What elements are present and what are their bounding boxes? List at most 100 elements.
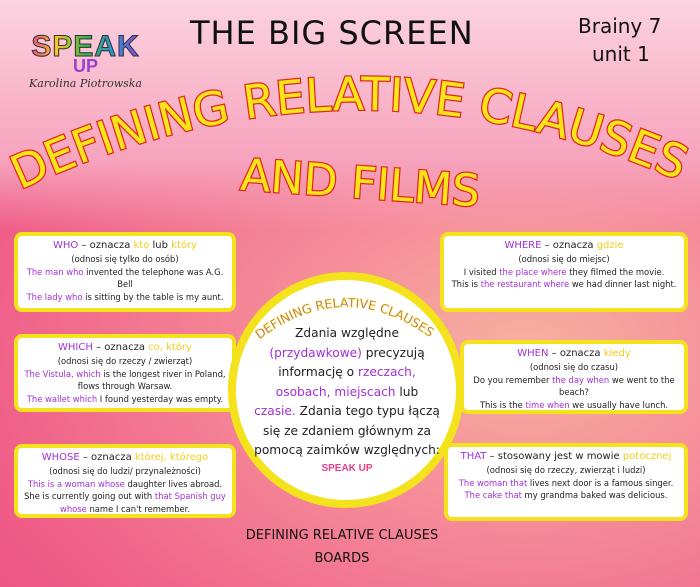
translation-highlight: której, którego: [134, 452, 209, 463]
text-segment: I found yesterday was empty.: [97, 393, 224, 404]
card-line: The lady who is sitting by the table is …: [22, 291, 228, 304]
card-line: This is a woman whose daughter lives abr…: [22, 478, 228, 491]
logo-author: Karolina Piotrowska: [29, 77, 142, 90]
text-segment: (odnosi się do ludzi/ przynależności): [49, 466, 201, 476]
example-highlight: that Spanish guy whose: [60, 491, 226, 514]
text-segment: (odnosi się tylko do osób): [71, 254, 179, 264]
example-highlight: czasie.: [254, 404, 296, 418]
card-heading: THAT – stosowany jest w mowie potocznej: [452, 450, 680, 464]
text-segment: Do you remember: [473, 374, 553, 385]
card-line: (odnosi się do ludzi/ przynależności): [22, 465, 228, 478]
text-segment: lives next door is a famous singer.: [527, 477, 674, 488]
example-highlight: WHEN: [517, 348, 549, 359]
example-highlight: The woman that: [458, 477, 528, 488]
footer-line-2: BOARDS: [314, 551, 370, 566]
example-highlight: WHOSE: [41, 452, 80, 463]
text-segment: name I can't remember.: [86, 503, 190, 514]
translation-highlight: co, który: [148, 342, 192, 353]
example-highlight: the place where: [499, 266, 567, 277]
text-segment: lub: [149, 240, 172, 251]
logo-speak: SPEAK: [28, 30, 143, 64]
text-segment: Zdania tego typu łączą się ze zdaniem gł…: [254, 404, 440, 457]
circle-text: Zdania względne (przydawkowe) precyzują …: [254, 324, 440, 474]
card-line: Do you remember the day when we went to …: [468, 374, 680, 399]
card-line: The cake that my grandma baked was delic…: [452, 489, 680, 502]
unit: unit 1: [592, 42, 650, 66]
text-segment: (odnosi się do rzeczy / zwierząt): [57, 356, 193, 366]
text-segment: they filmed the movie.: [566, 266, 665, 277]
main-title: DEFINING RELATIVE CLAUSES AND FILMS: [1, 66, 697, 219]
header-background: [0, 0, 700, 230]
text-segment: (odnosi się do czasu): [529, 362, 619, 372]
example-highlight: the day when: [552, 374, 610, 385]
translation-highlight: kto: [133, 240, 150, 251]
example-highlight: WHO: [52, 240, 79, 251]
card-heading: WHERE – oznacza gdzie: [448, 239, 680, 253]
card-when: WHEN – oznacza kiedy(odnosi się do czasu…: [460, 340, 688, 414]
translation-highlight: który: [171, 240, 198, 251]
card-line: (odnosi się tylko do osób): [22, 253, 228, 266]
text-segment: my grandma baked was delicious.: [521, 490, 668, 500]
card-line: The wallet which I found yesterday was e…: [22, 393, 228, 406]
example-highlight: the restaurant where: [480, 279, 570, 289]
title-line-2: AND FILMS: [239, 150, 482, 218]
card-whose: WHOSE – oznacza której, którego(odnosi s…: [14, 444, 236, 518]
card-heading: WHEN – oznacza kiedy: [468, 347, 680, 361]
text-segment: daughter lives abroad.: [124, 478, 223, 489]
card-where: WHERE – oznacza gdzie(odnosi się do miej…: [440, 232, 688, 312]
example-highlight: The Vistula, which: [24, 368, 101, 379]
card-line: The man who invented the telephone was A…: [22, 266, 228, 291]
card-line: (odnosi się do czasu): [468, 361, 680, 374]
card-heading: WHO – oznacza kto lub który: [22, 239, 228, 253]
circle-arc-title: DEFINING RELATIVE CLAUSES: [252, 295, 437, 343]
text-segment: Zdania względne: [295, 326, 399, 340]
translation-highlight: potocznej: [622, 451, 672, 462]
mini-logo: SPEAK UP: [321, 462, 373, 474]
page-title: THE BIG SCREEN: [190, 14, 474, 52]
footer: DEFINING RELATIVE CLAUSES BOARDS: [222, 524, 462, 570]
example-highlight: THAT: [460, 451, 487, 462]
text-segment: – oznacza: [78, 240, 134, 251]
card-heading: WHOSE – oznacza której, którego: [22, 451, 228, 465]
card-line: This is the restaurant where we had dinn…: [448, 278, 680, 291]
example-highlight: time when: [525, 399, 570, 410]
text-segment: (odnosi się do rzeczy, zwierząt i ludzi): [486, 465, 646, 475]
card-that: THAT – stosowany jest w mowie potocznej(…: [444, 443, 688, 521]
example-highlight: The man who: [26, 266, 84, 277]
card-line: She is currently going out with that Spa…: [22, 490, 228, 515]
translation-highlight: kiedy: [603, 348, 631, 359]
text-segment: lub: [395, 384, 419, 399]
card-line: The Vistula, which is the longest river …: [22, 368, 228, 393]
card-line: The woman that lives next door is a famo…: [452, 477, 680, 490]
level-label: Brainy 7 unit 1: [578, 12, 661, 68]
text-segment: This is: [451, 279, 481, 289]
text-segment: This is the: [479, 399, 526, 410]
definition-circle: DEFINING RELATIVE CLAUSES Zdania względn…: [228, 272, 464, 508]
example-highlight: This is a woman whose: [27, 478, 125, 489]
footer-line-1: DEFINING RELATIVE CLAUSES: [245, 528, 439, 543]
example-highlight: The lady who: [26, 291, 83, 302]
example-highlight: The wallet which: [26, 393, 98, 404]
card-line: (odnosi się do miejsc): [448, 253, 680, 266]
level: Brainy 7: [578, 14, 662, 38]
text-segment: invented the telephone was A.G. Bell: [83, 266, 224, 290]
example-highlight: WHERE: [504, 240, 542, 251]
text-segment: precyzują informację o: [278, 345, 425, 380]
card-line: (odnosi się do rzeczy / zwierząt): [22, 355, 228, 368]
text-segment: is the longest river in Poland, flows th…: [77, 368, 226, 392]
example-highlight: The cake that: [464, 490, 522, 500]
text-segment: we had dinner last night.: [569, 279, 677, 289]
text-segment: we usually have lunch.: [569, 399, 669, 410]
text-segment: is sitting by the table is my aunt.: [82, 291, 224, 302]
card-heading: WHICH – oznacza co, który: [22, 341, 228, 355]
speak-up-logo: SPEAK UP Karolina Piotrowska: [28, 30, 143, 91]
text-segment: – oznacza: [541, 240, 597, 251]
text-segment: I visited: [463, 266, 500, 277]
text-segment: we went to the beach?: [559, 374, 675, 398]
text-segment: – oznacza: [92, 342, 149, 353]
example-highlight: rzeczach, osobach, miejscach: [275, 365, 416, 399]
card-which: WHICH – oznacza co, który(odnosi się do …: [14, 334, 236, 412]
card-who: WHO – oznacza kto lub który(odnosi się t…: [14, 232, 236, 312]
example-highlight: (przydawkowe): [269, 345, 362, 360]
text-segment: – oznacza: [548, 348, 604, 359]
